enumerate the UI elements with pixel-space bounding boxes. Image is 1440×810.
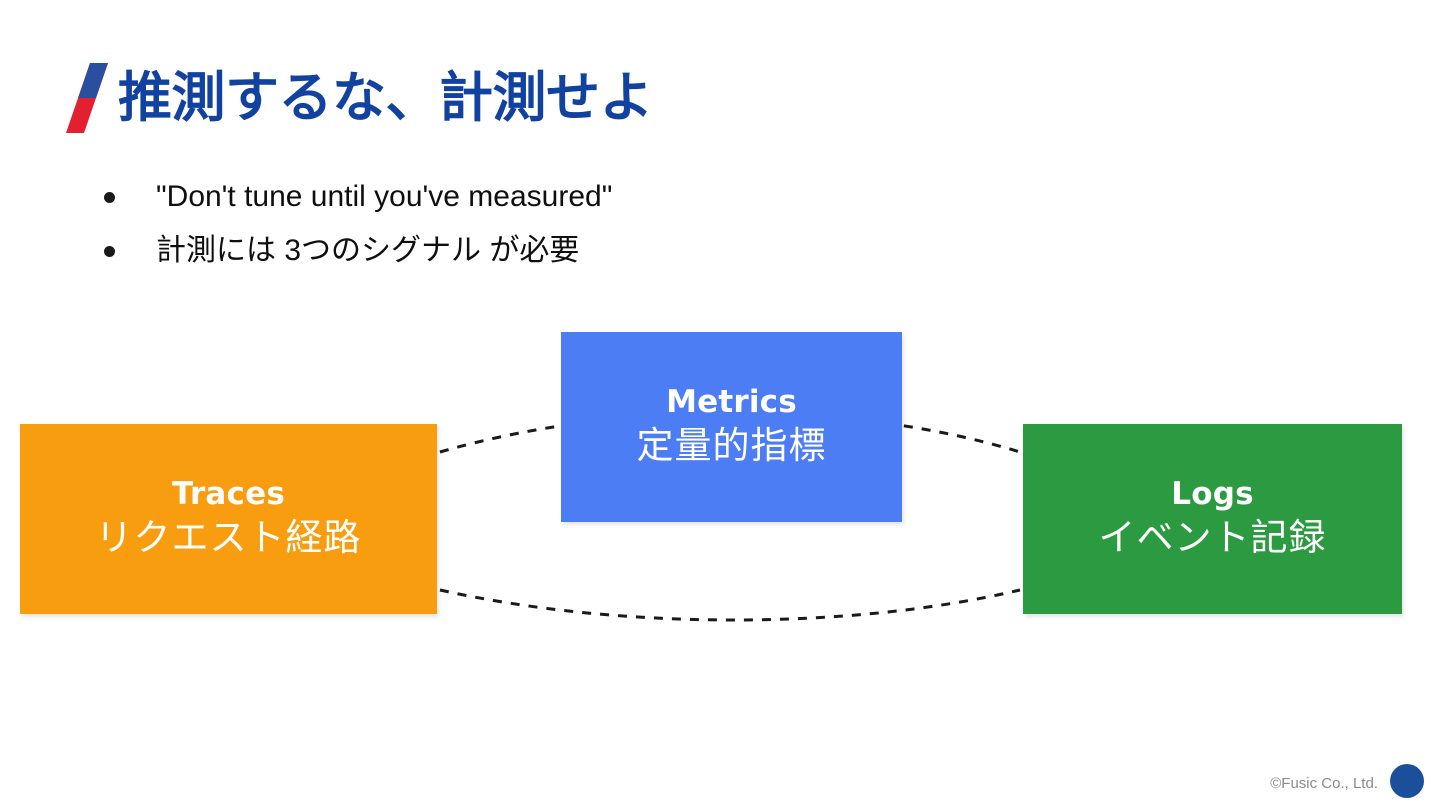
dashed-connector-icon	[439, 411, 1021, 622]
title-row: 推測するな、計測せよ	[64, 60, 654, 136]
list-item: 計測には 3つのシグナル が必要	[104, 232, 904, 270]
bullet-text: "Don't tune until you've measured"	[156, 180, 613, 213]
copyright-text: ©Fusic Co., Ltd.	[1270, 775, 1378, 792]
signal-box-metrics-subtitle: 定量的指標	[636, 424, 827, 467]
signal-box-traces-title: Traces	[172, 476, 285, 513]
page-title: 推測するな、計測せよ	[118, 68, 654, 128]
bullet-dot-icon	[104, 192, 115, 203]
fusic-slash-icon	[64, 63, 110, 133]
observability-diagram: Traces リクエスト経路 Metrics 定量的指標 Logs イベント記録	[0, 300, 1440, 640]
brand-circle-icon	[1390, 764, 1424, 798]
signal-box-logs-subtitle: イベント記録	[1098, 516, 1327, 559]
signal-box-metrics-title: Metrics	[666, 384, 797, 421]
slide-footer: ©Fusic Co., Ltd.	[0, 750, 1440, 810]
bullet-dot-icon	[104, 246, 115, 258]
signal-box-logs-title: Logs	[1171, 476, 1254, 513]
signal-box-traces-subtitle: リクエスト経路	[95, 516, 362, 559]
bullet-text: 計測には 3つのシグナル が必要	[156, 234, 580, 268]
list-item: "Don't tune until you've measured"	[104, 178, 904, 216]
signal-box-metrics[interactable]: Metrics 定量的指標	[561, 332, 902, 522]
bullet-list: "Don't tune until you've measured" 計測には …	[104, 178, 904, 287]
signal-box-logs[interactable]: Logs イベント記録	[1023, 424, 1402, 614]
signal-box-traces[interactable]: Traces リクエスト経路	[20, 424, 437, 614]
